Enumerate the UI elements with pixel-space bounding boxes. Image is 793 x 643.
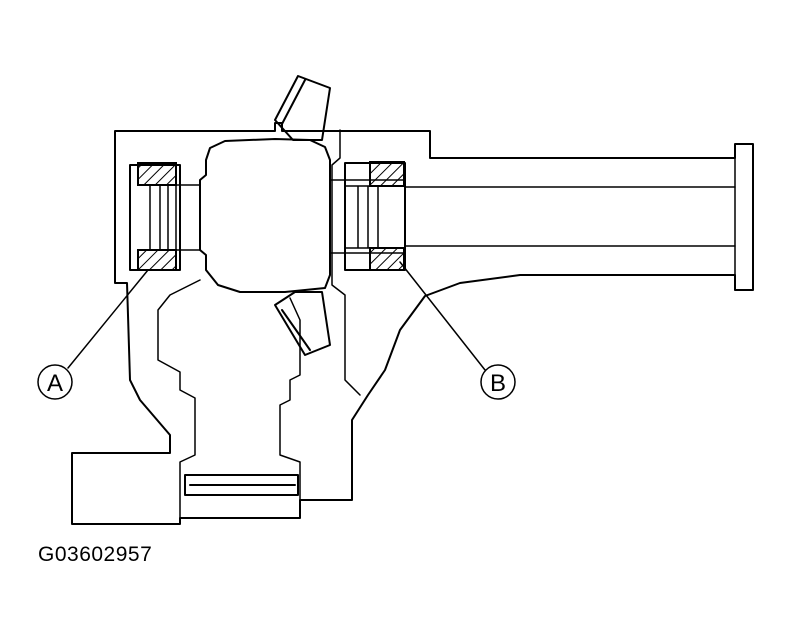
ring-gear-lower [274,291,331,356]
right-bearing-lower-race [369,247,405,271]
callout-b: B [480,364,516,400]
right-bearing-rollers [344,185,379,249]
ring-gear-upper [274,75,331,141]
housing-outline [71,122,754,525]
callout-a-label: A [47,370,63,397]
pinion-flange [184,474,299,496]
leader-line-a [67,269,149,369]
left-bearing-upper-race [137,162,177,186]
housing-inner-right [279,297,301,501]
figure-id: G03602957 [38,543,153,566]
housing-inner-offset [331,129,361,396]
left-bearing-lower-race [137,249,177,271]
housing-inner-left [157,279,201,519]
leader-line-b [399,261,486,371]
left-bearing-rollers [149,184,201,251]
right-bearing-upper-race [369,161,405,187]
callout-b-label: B [490,370,506,397]
differential-case [199,138,331,293]
callout-a: A [37,364,73,400]
